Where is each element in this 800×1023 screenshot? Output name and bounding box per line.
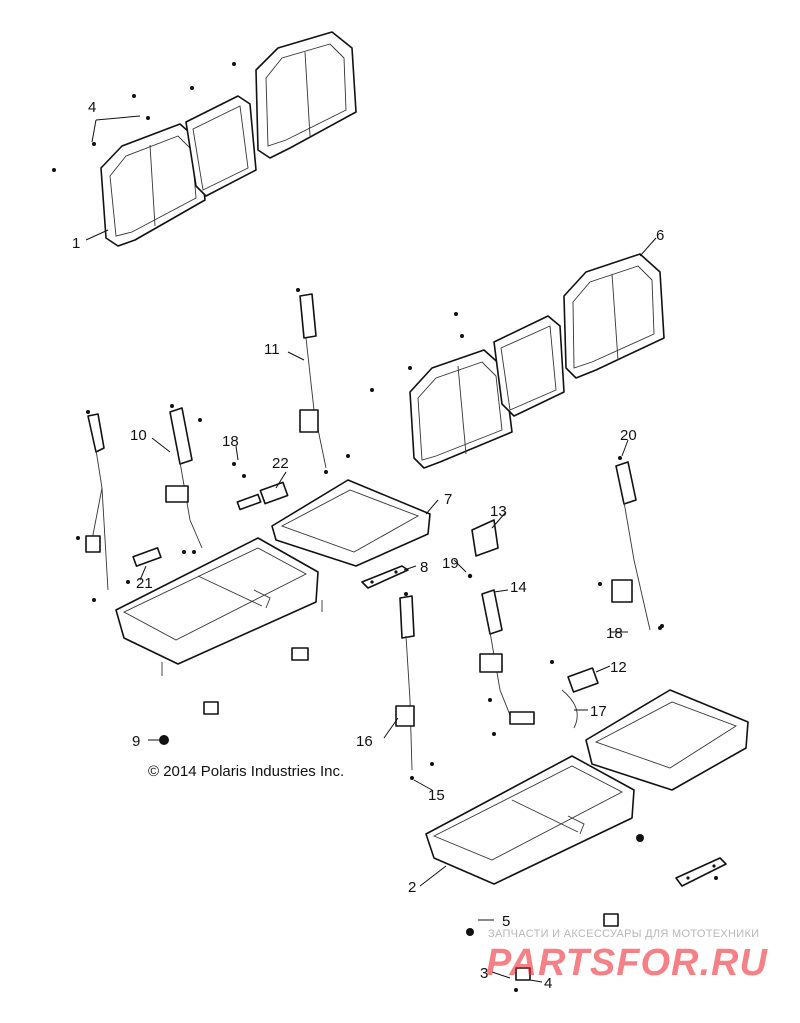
bracket-13 (471, 519, 499, 557)
callout-19: 19 (442, 555, 459, 572)
callout-18-left: 18 (222, 433, 239, 450)
watermark-logo: PARTSFOR.RU (486, 942, 768, 984)
callout-21: 21 (136, 575, 153, 592)
callout-16: 16 (356, 733, 373, 750)
seat-cushion-small-right (585, 689, 749, 791)
callout-11: 11 (264, 341, 280, 358)
seat-belt-14 (479, 589, 535, 736)
seat-back-lower-right (563, 253, 665, 379)
callout-10: 10 (130, 427, 147, 444)
upper-back-screws (52, 62, 236, 172)
callout-18-right: 18 (606, 625, 623, 642)
copyright-notice: © 2014 Polaris Industries Inc. (148, 763, 345, 780)
mounting-bracket-upper (361, 565, 409, 589)
callout-1: 1 (72, 235, 80, 252)
callout-3: 3 (480, 965, 488, 982)
callout-2: 2 (408, 879, 416, 896)
callout-13: 13 (490, 503, 507, 520)
callout-4-top: 4 (88, 99, 96, 116)
seat-cushion-small-left (271, 479, 431, 567)
callout-8: 8 (420, 559, 428, 576)
seat-back-upper-center (185, 95, 257, 197)
callout-17: 17 (590, 703, 607, 720)
callout-15: 15 (428, 787, 445, 804)
seat-belt-11 (296, 288, 350, 474)
seat-back-upper-left (100, 123, 206, 247)
callout-4-bottom: 4 (544, 975, 552, 992)
leader-lines (85, 115, 657, 983)
mounting-bracket-lower (675, 857, 727, 887)
seat-back-lower-center (493, 315, 565, 417)
lower-back-screws (370, 312, 464, 392)
seat-back-lower-left (409, 349, 513, 469)
seat-belt-left-outer (76, 410, 109, 602)
callout-6: 6 (656, 227, 664, 244)
seat-cushion-bench-left (115, 537, 323, 676)
seat-belt-10 (165, 404, 203, 554)
seat-back-upper-right (255, 31, 357, 159)
callout-7: 7 (444, 491, 452, 508)
callout-20: 20 (620, 427, 637, 444)
seat-belt-16 (395, 592, 434, 780)
buckle-22 (236, 481, 289, 511)
callout-12: 12 (610, 659, 627, 676)
fastener-hardware (159, 462, 664, 992)
callout-14: 14 (510, 579, 527, 596)
seat-belt-20 (598, 456, 662, 631)
watermark-tagline: ЗАПЧАСТИ И АКСЕССУАРЫ ДЛЯ МОТОТЕХНИКИ (488, 928, 760, 940)
callout-5: 5 (502, 913, 510, 930)
callout-labels: 1 4 6 11 10 18 22 7 8 21 13 19 14 20 18 … (72, 99, 664, 992)
buckle-21 (126, 547, 162, 584)
callout-22: 22 (272, 455, 289, 472)
buckle-12 (550, 660, 599, 729)
callout-9: 9 (132, 733, 140, 750)
seat-cushion-bench-right (425, 755, 635, 885)
